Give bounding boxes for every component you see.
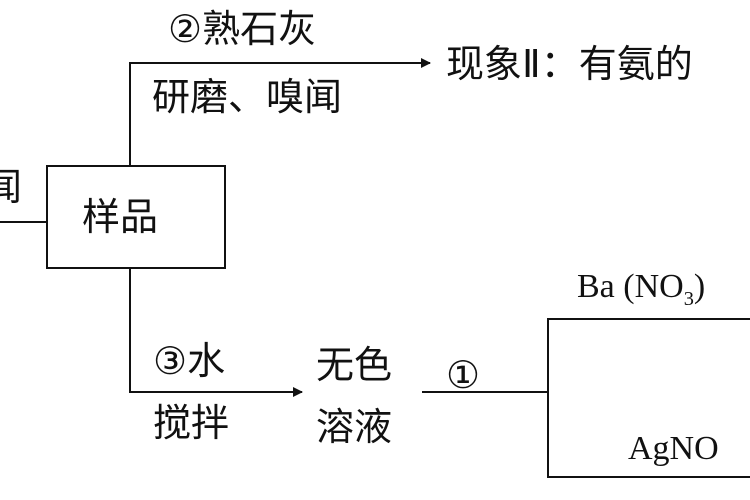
lower-operation-label: 搅拌 bbox=[153, 401, 230, 445]
lower-branch-arrow bbox=[129, 268, 303, 397]
lower-reagent-label: ③水 bbox=[153, 339, 226, 383]
upper-operation-label: 研磨、嗅闻 bbox=[152, 75, 343, 119]
barium-nitrate-tail: ) bbox=[693, 268, 706, 305]
product-label-line1: 无色 bbox=[316, 343, 393, 387]
silver-nitrate-label: AgNO bbox=[628, 430, 719, 467]
barium-nitrate-subscript: 3 bbox=[683, 287, 694, 310]
barium-nitrate-label: Ba (NO3) bbox=[577, 270, 705, 309]
upper-branch-arrow bbox=[129, 58, 431, 165]
upper-reagent-label: ②熟石灰 bbox=[168, 7, 317, 51]
step-marker-label: ① bbox=[446, 353, 481, 397]
sample-label: 样品 bbox=[82, 195, 159, 239]
sample-box bbox=[46, 165, 226, 269]
phenomenon-label: 现象Ⅱ：有氨的 bbox=[446, 42, 693, 86]
right-reagent-box bbox=[547, 318, 750, 478]
product-label-line2: 溶液 bbox=[316, 405, 393, 449]
left-clipped-label: 闻 bbox=[0, 165, 23, 209]
barium-nitrate-text: Ba (NO bbox=[577, 268, 684, 305]
